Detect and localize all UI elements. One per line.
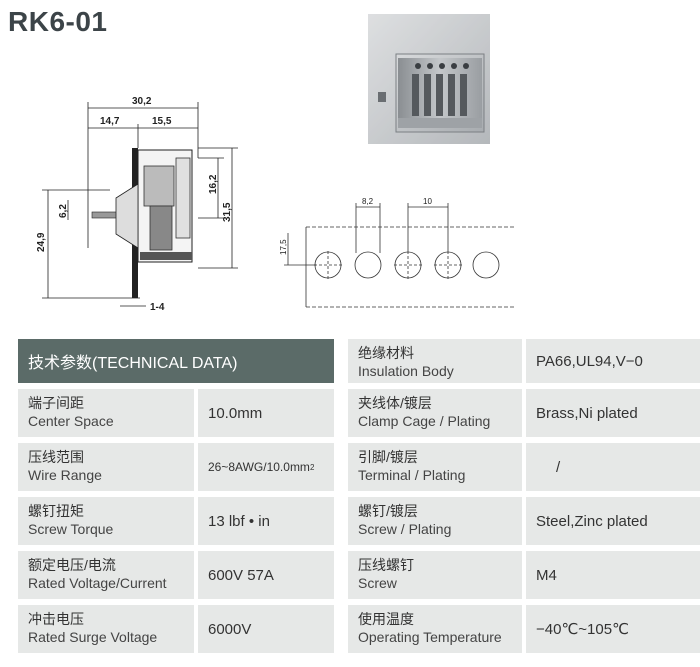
dim-17-5: 17,5 (279, 239, 288, 255)
spec-value-screw-torque: 13 lbf • in (198, 497, 334, 545)
technical-data-header: 技术参数(TECHNICAL DATA) (18, 339, 334, 383)
spec-label-rated-surge-voltage: 冲击电压 Rated Surge Voltage (18, 605, 194, 653)
spec-value-terminal-plating: / (526, 443, 700, 491)
technical-data-table: 技术参数(TECHNICAL DATA) 端子间距 Center Space 1… (18, 339, 700, 667)
spec-value-screw-plating: Steel,Zinc plated (526, 497, 700, 545)
spec-label-wire-range: 压线范围 Wire Range (18, 443, 194, 491)
spec-label-screw-torque: 螺钉扭矩 Screw Torque (18, 497, 194, 545)
spec-value-insulation-body: PA66,UL94,V−0 (526, 339, 700, 383)
spec-value-operating-temperature: −40℃~105℃ (526, 605, 700, 653)
dim-31-5: 31,5 (222, 202, 233, 222)
dim-15-5: 15,5 (152, 116, 172, 127)
spec-label-clamp-cage: 夹线体/镀层 Clamp Cage / Plating (348, 389, 522, 437)
spec-label-screw-plating: 螺钉/镀层 Screw / Plating (348, 497, 522, 545)
dim-1-4: 1-4 (150, 302, 165, 313)
spec-label-insulation-body: 绝缘材料 Insulation Body (348, 339, 522, 383)
header-label: 技术参数(TECHNICAL DATA) (28, 355, 238, 372)
spec-value-screw: M4 (526, 551, 700, 599)
spec-label-terminal-plating: 引脚/镀层 Terminal / Plating (348, 443, 522, 491)
product-photo (368, 14, 490, 144)
spec-value-rated-voltage-current: 600V 57A (198, 551, 334, 599)
dim-16-2: 16,2 (208, 174, 219, 194)
spec-label-operating-temperature: 使用温度 Operating Temperature (348, 605, 522, 653)
spec-value-rated-surge-voltage: 6000V (198, 605, 334, 653)
spec-label-center-space: 端子间距 Center Space (18, 389, 194, 437)
dim-6-2: 6,2 (58, 204, 69, 218)
dim-30-2: 30,2 (132, 96, 152, 107)
spec-label-rated-voltage-current: 额定电压/电流 Rated Voltage/Current (18, 551, 194, 599)
dim-14-7: 14,7 (100, 116, 120, 127)
spec-value-clamp-cage: Brass,Ni plated (526, 389, 700, 437)
pitch-drawing: 8,2 10 17,5 (279, 197, 516, 308)
spec-label-screw: 压线螺钉 Screw (348, 551, 522, 599)
spec-value-center-space: 10.0mm (198, 389, 334, 437)
dim-8-2: 8,2 (362, 197, 374, 206)
product-title: RK6-01 (8, 6, 108, 37)
dim-10: 10 (423, 197, 432, 206)
side-view-drawing: 30,2 14,7 15,5 16,2 31,5 6,2 24,9 1-4 (36, 96, 238, 313)
dim-24-9: 24,9 (36, 232, 47, 252)
